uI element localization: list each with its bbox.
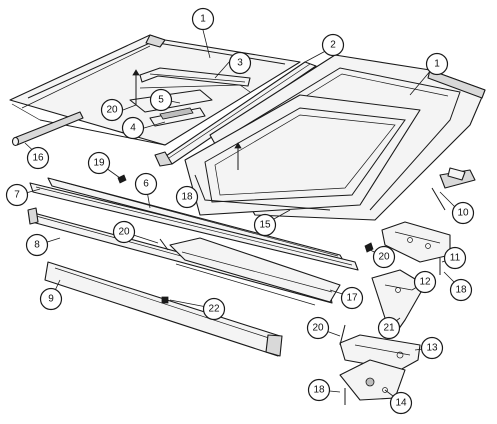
callout-5: 5 bbox=[149, 88, 173, 112]
callout-label: 15 bbox=[259, 220, 271, 231]
callout-6: 6 bbox=[134, 172, 158, 196]
callout-label: 1 bbox=[200, 14, 206, 25]
callout-20: 20 bbox=[372, 245, 396, 269]
callout-label: 18 bbox=[313, 385, 325, 396]
callout-21: 21 bbox=[377, 316, 401, 340]
callout-18: 18 bbox=[449, 278, 473, 302]
callout-label: 11 bbox=[450, 253, 461, 264]
callout-13: 13 bbox=[420, 336, 444, 360]
callout-label: 2 bbox=[330, 40, 336, 51]
callout-17: 17 bbox=[340, 286, 364, 310]
callout-16: 16 bbox=[26, 146, 50, 170]
callout-2: 2 bbox=[321, 33, 345, 57]
roof-rail-3 bbox=[139, 67, 251, 87]
callout-label: 20 bbox=[378, 252, 390, 263]
callout-22: 22 bbox=[202, 297, 226, 321]
callout-label: 6 bbox=[143, 179, 149, 190]
inner-channel-17 bbox=[169, 237, 341, 306]
callout-18: 18 bbox=[307, 378, 331, 402]
callout-19: 19 bbox=[87, 151, 111, 175]
long-rail-9 bbox=[44, 261, 283, 357]
callout-1: 1 bbox=[425, 52, 449, 76]
callout-label: 20 bbox=[118, 227, 130, 238]
left-edge-trim bbox=[11, 111, 84, 147]
callout-11: 11 bbox=[443, 246, 467, 270]
roof-opening-frame bbox=[184, 94, 421, 216]
callout-1: 1 bbox=[191, 7, 215, 31]
callout-label: 4 bbox=[130, 123, 136, 134]
callout-label: 18 bbox=[455, 285, 467, 296]
callout-label: 21 bbox=[383, 323, 395, 334]
callout-4: 4 bbox=[121, 116, 145, 140]
callout-label: 18 bbox=[181, 192, 193, 203]
callout-label: 5 bbox=[158, 95, 164, 106]
callout-label: 8 bbox=[34, 240, 40, 251]
callout-9: 9 bbox=[39, 287, 63, 311]
callout-14: 14 bbox=[389, 391, 413, 415]
callout-label: 3 bbox=[237, 58, 243, 69]
callout-label: 13 bbox=[426, 343, 438, 354]
callout-8: 8 bbox=[25, 233, 49, 257]
callout-label: 10 bbox=[457, 208, 469, 219]
callout-label: 20 bbox=[106, 105, 118, 116]
callout-12: 12 bbox=[413, 270, 437, 294]
callout-20: 20 bbox=[112, 220, 136, 244]
callout-label: 16 bbox=[32, 153, 44, 164]
callout-label: 20 bbox=[312, 323, 324, 334]
callout-label: 22 bbox=[208, 304, 220, 315]
callout-20: 20 bbox=[306, 316, 330, 340]
right-side-bracket bbox=[431, 167, 476, 211]
callout-15: 15 bbox=[253, 213, 277, 237]
small-fasteners bbox=[117, 69, 441, 405]
roof-rail-2 bbox=[154, 61, 317, 167]
support-bracket-13 bbox=[339, 334, 421, 371]
callout-18: 18 bbox=[175, 185, 199, 209]
callout-label: 12 bbox=[419, 277, 431, 288]
callout-label: 17 bbox=[346, 293, 358, 304]
frame-fasteners bbox=[234, 142, 242, 170]
long-rail-7 bbox=[29, 182, 359, 271]
callout-label: 7 bbox=[14, 190, 20, 201]
callout-label: 1 bbox=[434, 59, 440, 70]
callout-7: 7 bbox=[5, 183, 29, 207]
support-plate-14 bbox=[339, 359, 406, 401]
callout-label: 14 bbox=[395, 398, 407, 409]
callout-label: 9 bbox=[48, 294, 54, 305]
callout-label: 19 bbox=[93, 158, 105, 169]
callout-20: 20 bbox=[100, 98, 124, 122]
callout-10: 10 bbox=[451, 201, 475, 225]
callout-3: 3 bbox=[228, 51, 252, 75]
